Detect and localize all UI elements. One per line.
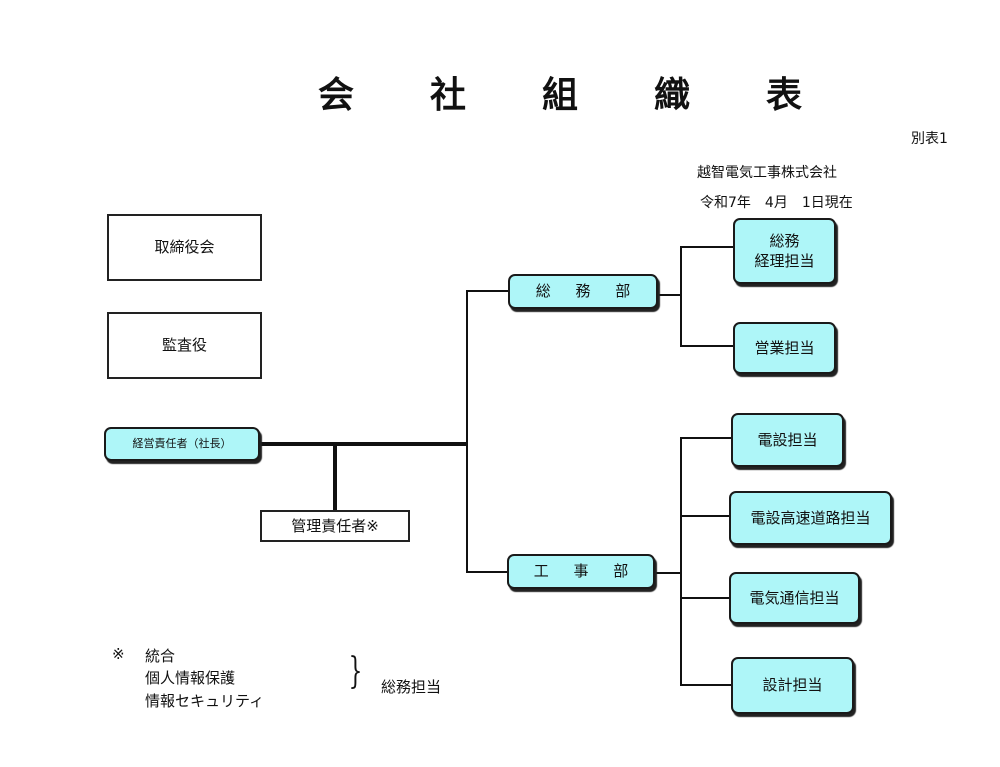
construction-branch-3 [680,597,730,599]
general-branch-trunk [680,246,682,346]
management-officer-box: 管理責任者※ [260,510,410,542]
electrical-box: 電設担当 [731,413,844,467]
construction-dept-connector [466,571,510,573]
board-of-directors-box: 取締役会 [107,214,262,281]
note-line2: 個人情報保護 [145,669,236,687]
general-affairs-dept-box: 総 務 部 [508,274,658,309]
note-brace: } [348,651,363,692]
sales-box: 営業担当 [733,322,836,374]
title-char: 社 [430,75,467,116]
page-title: 会 社 組 織 表 [318,66,878,118]
dept-trunk [466,290,468,572]
general-accounting-box: 総務 経理担当 [733,218,836,284]
note-target: 総務担当 [381,678,442,696]
construction-branch-2 [680,515,730,517]
ceo-box: 経営責任者（社長） [104,427,260,461]
general-accounting-line2: 経理担当 [754,252,815,270]
construction-dept-box: 工 事 部 [507,554,655,589]
general-dept-out [657,294,681,296]
general-accounting-line1: 総務 [769,231,800,250]
ceo-connector [260,442,468,446]
highway-electrical-box: 電設高速道路担当 [729,491,892,545]
title-char: 織 [654,75,691,116]
construction-branch-4 [680,684,732,686]
general-branch-2 [680,345,734,347]
note-mark: ※ [112,645,125,663]
construction-dept-out [655,572,681,574]
effective-date: 令和7年 4月 1日現在 [700,195,853,211]
general-branch-1 [680,246,734,248]
appendix-ref: 別表1 [911,131,948,147]
title-char: 表 [766,75,803,116]
auditor-box: 監査役 [107,312,262,379]
manager-connector [333,442,337,510]
construction-branch-trunk [680,437,682,685]
construction-branch-1 [680,437,732,439]
title-char: 会 [318,75,355,116]
general-dept-connector [466,290,510,292]
title-char: 組 [542,75,579,116]
note-line3: 情報セキュリティ [145,692,265,710]
telecom-box: 電気通信担当 [729,572,860,624]
note-line1: 統合 [145,647,176,665]
design-box: 設計担当 [731,657,854,714]
company-name: 越智電気工事株式会社 [697,165,837,181]
